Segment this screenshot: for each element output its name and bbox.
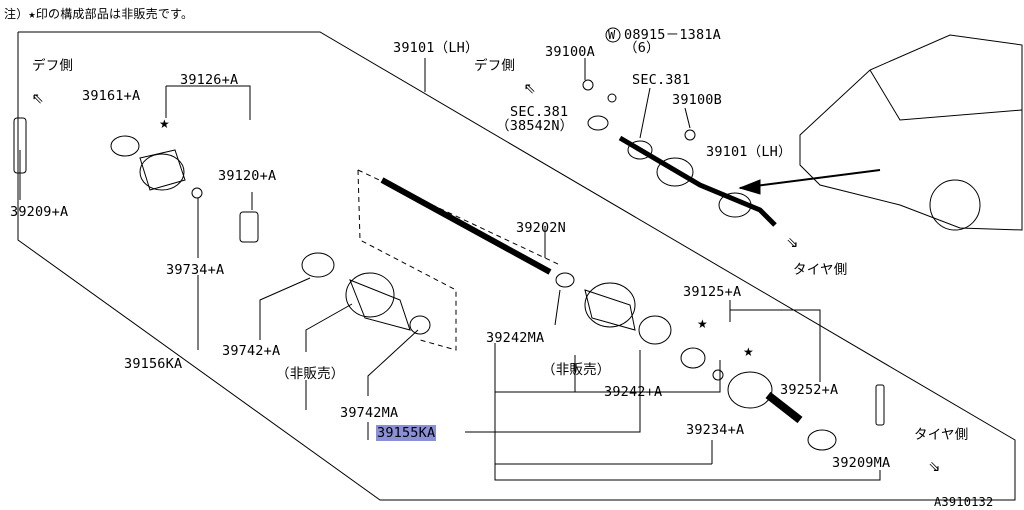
part-39234A[interactable]: 39234+A	[686, 422, 745, 438]
part-39742MA[interactable]: 39742MA	[340, 405, 399, 421]
part-39120A[interactable]: 39120+A	[218, 168, 277, 184]
part-39161A[interactable]: 39161+A	[82, 88, 141, 104]
part-08915-qty: （6）	[624, 40, 660, 56]
washer-mark: W	[608, 28, 616, 42]
star-mark-2: ★	[697, 317, 708, 331]
sec381-label-a[interactable]: SEC.381	[632, 72, 691, 88]
tire-side-label-right: タイヤ側	[914, 427, 969, 443]
arrow-diff-left-icon: ⇖	[32, 84, 45, 108]
part-39734A[interactable]: 39734+A	[166, 262, 225, 278]
header-note: 注）★印の構成部品は非販売です。	[4, 7, 194, 21]
frame-line	[17, 31, 1016, 501]
part-39202N[interactable]: 39202N	[516, 220, 566, 236]
star-mark-1: ★	[159, 117, 170, 131]
part-39100B[interactable]: 39100B	[672, 92, 722, 108]
part-39156KA[interactable]: 39156KA	[124, 356, 183, 372]
part-39242MA[interactable]: 39242MA	[486, 330, 545, 346]
not-sold-label-2: （非販売）	[542, 362, 611, 378]
part-39125A[interactable]: 39125+A	[683, 284, 742, 300]
part-39101-top[interactable]: 39101（LH）	[393, 40, 479, 56]
part-39209A[interactable]: 39209+A	[10, 204, 69, 220]
diff-side-label-mid: デフ側	[474, 58, 516, 74]
figure-code: A3910132	[934, 495, 994, 509]
arrow-diff-mid-icon: ⇖	[524, 74, 537, 98]
part-39742A[interactable]: 39742+A	[222, 343, 281, 359]
part-39100A[interactable]: 39100A	[545, 44, 595, 60]
sec381-label-b[interactable]: SEC.381	[510, 104, 569, 120]
part-39101-right[interactable]: 39101（LH）	[706, 144, 792, 160]
part-39155KA-highlighted[interactable]: 39155KA	[376, 425, 437, 441]
tire-side-label-mid: タイヤ側	[793, 262, 848, 278]
part-39242A[interactable]: 39242+A	[604, 384, 663, 400]
part-08915[interactable]: 08915－1381A	[624, 27, 721, 43]
arrow-tire-right-icon: ⇘	[928, 452, 941, 476]
part-39252A[interactable]: 39252+A	[780, 382, 839, 398]
part-39126A[interactable]: 39126+A	[180, 72, 239, 88]
part-38542N[interactable]: （38542N）	[496, 118, 574, 134]
joint-boot-part	[13, 117, 27, 174]
diff-side-label-left: デフ側	[32, 58, 74, 74]
arrow-tire-mid-icon: ⇘	[786, 228, 799, 252]
part-39209MA[interactable]: 39209MA	[832, 455, 891, 471]
not-sold-label-1: （非販売）	[276, 366, 345, 382]
star-mark-3: ★	[743, 345, 754, 359]
